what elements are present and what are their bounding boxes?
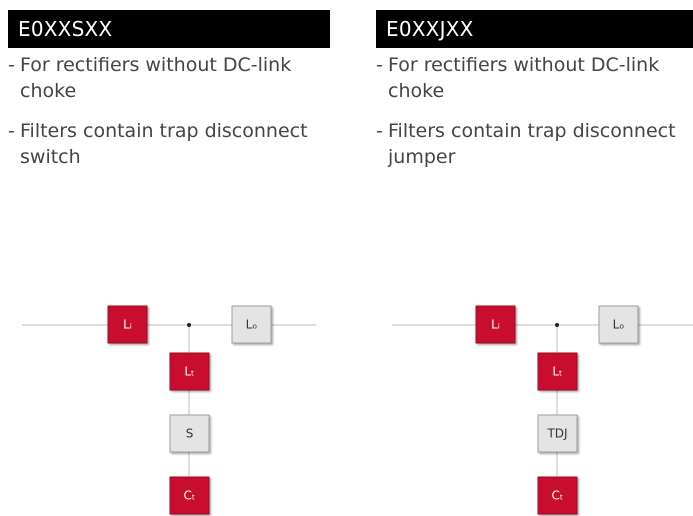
trap-capacitor-label: Cₜ: [184, 489, 196, 503]
line-inductor-label: Lᵢ: [123, 318, 132, 332]
trap-capacitor-label: Cₜ: [552, 489, 564, 503]
line-inductor-box: Lᵢ: [475, 305, 516, 344]
panel-title: E0XXSXX: [8, 10, 330, 48]
trap-inductor-box: Lₜ: [537, 352, 578, 391]
line-inductor-label: Lᵢ: [491, 318, 500, 332]
trap-capacitor-box: Cₜ: [537, 476, 578, 515]
output-inductor-box: Lₒ: [598, 305, 639, 344]
jumper-label: TDJ: [546, 427, 567, 441]
bullet-item: -For rectifiers without DC-link choke: [8, 54, 292, 102]
trap-inductor-label: Lₜ: [184, 365, 194, 379]
switch-box: S: [169, 414, 210, 453]
bullet-item: -For rectifiers without DC-link choke: [376, 54, 660, 102]
trap-inductor-label: Lₜ: [552, 365, 562, 379]
switch-label: S: [186, 427, 194, 441]
line-inductor-box: Lᵢ: [107, 305, 148, 344]
jumper-box: TDJ: [537, 414, 578, 453]
junction-dot: [555, 323, 559, 327]
bullet-list: -For rectifiers without DC-link choke -F…: [376, 52, 693, 170]
junction-dot: [187, 323, 191, 327]
trap-capacitor-box: Cₜ: [169, 476, 210, 515]
bullet-item: -Filters contain trap disconnect jumper: [376, 120, 676, 168]
output-inductor-box: Lₒ: [231, 305, 272, 344]
output-inductor-label: Lₒ: [613, 318, 625, 332]
circuit-diagram-right: Lᵢ Lₒ Lₜ TDJ Cₜ: [392, 305, 693, 515]
trap-inductor-box: Lₜ: [169, 352, 210, 391]
panel-title: E0XXJXX: [376, 10, 693, 48]
bullet-list: -For rectifiers without DC-link choke -F…: [8, 52, 330, 170]
panel-e0xxsxx: E0XXSXX -For rectifiers without DC-link …: [8, 10, 330, 184]
circuit-diagram-left: Lᵢ Lₒ Lₜ S Cₜ: [22, 305, 316, 515]
bullet-item: -Filters contain trap disconnect switch: [8, 120, 308, 168]
panel-e0xxjxx: E0XXJXX -For rectifiers without DC-link …: [376, 10, 693, 184]
output-inductor-label: Lₒ: [246, 318, 258, 332]
